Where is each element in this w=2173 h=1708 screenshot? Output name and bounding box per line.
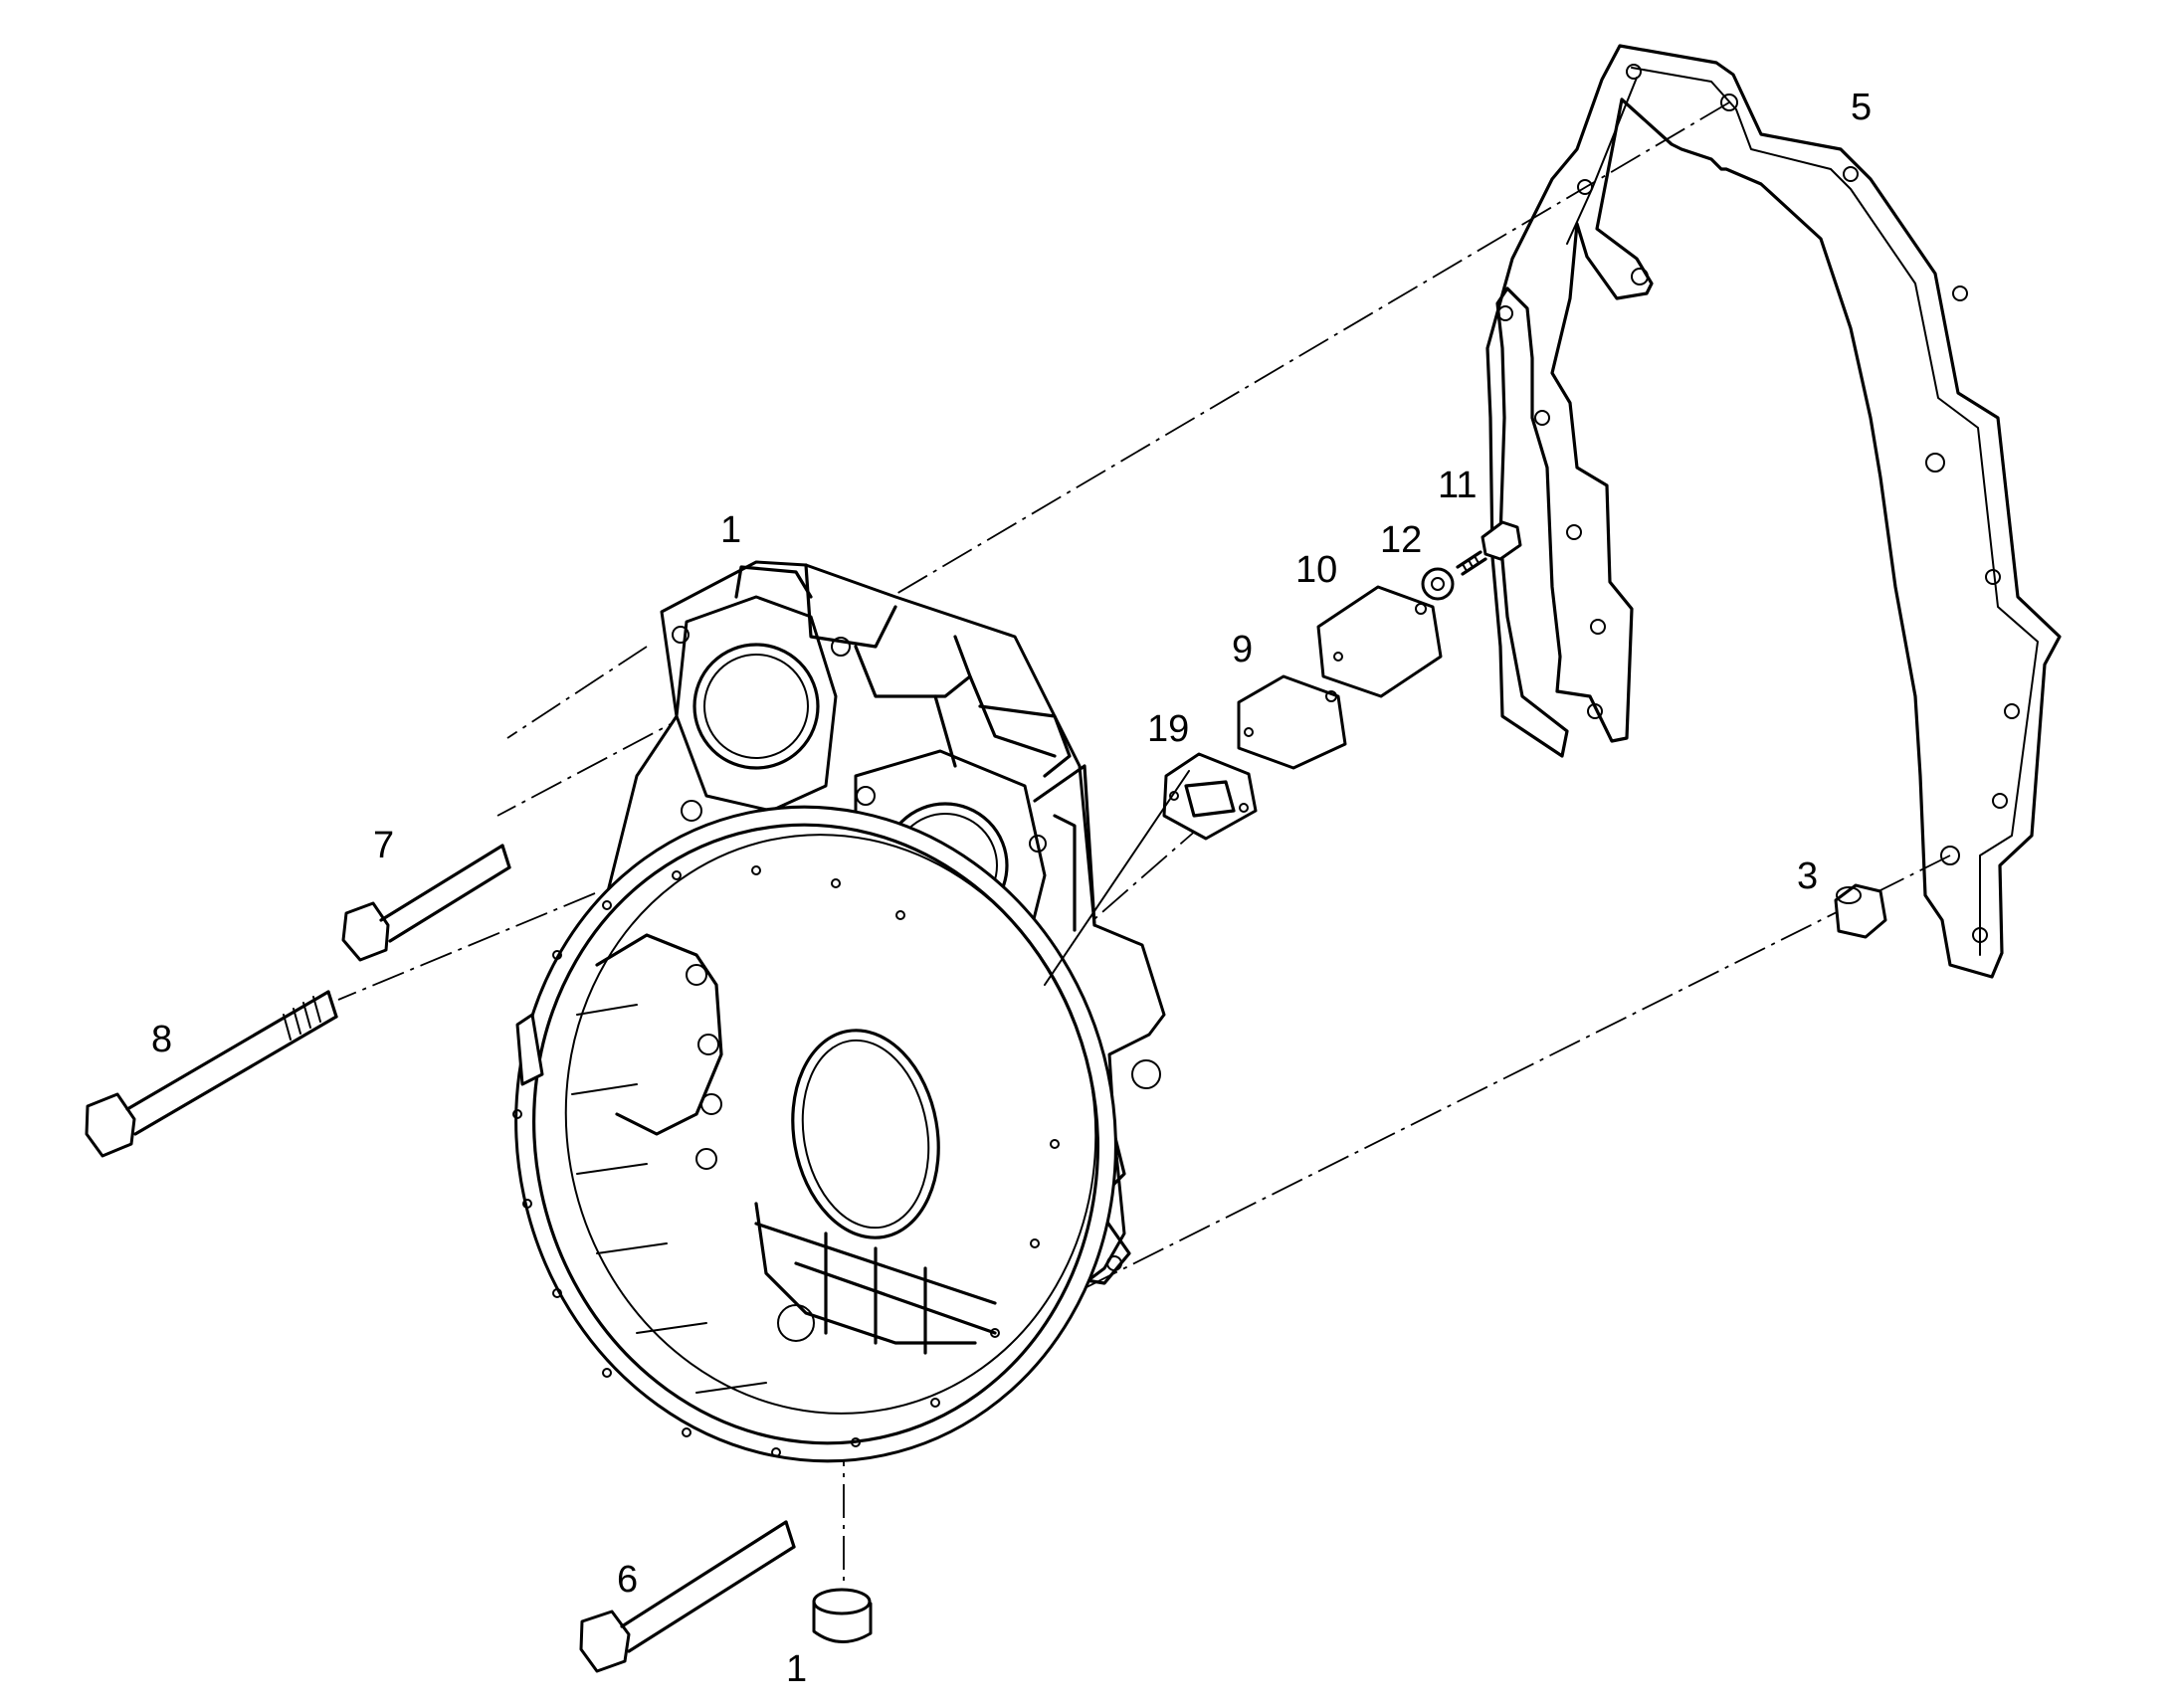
bolt-part-7 (341, 844, 511, 962)
callout-bolt-7: 7 (373, 825, 394, 866)
center-lines (337, 101, 1951, 1582)
gasket-part-5 (1485, 44, 2062, 979)
callout-gasket: 5 (1851, 87, 1872, 128)
callout-gasket-19: 19 (1147, 708, 1189, 750)
callout-bolt-8: 8 (151, 1019, 172, 1060)
bolt-part-8 (85, 990, 338, 1158)
callout-housing: 1 (720, 509, 741, 551)
leader-lines (1044, 770, 1190, 986)
gasket-bolt-holes (1497, 64, 2020, 943)
gasket-part-19 (1162, 752, 1258, 841)
callout-dowel: 3 (1797, 855, 1818, 897)
callout-screw-11: 11 (1438, 465, 1477, 506)
cover-part-10 (1316, 585, 1443, 698)
plate-part-9 (1237, 674, 1347, 770)
callout-cover-10: 10 (1295, 549, 1337, 591)
bolt-part-6 (579, 1520, 796, 1673)
callout-washer-12: 12 (1380, 519, 1422, 561)
screw-part-11 (1456, 520, 1522, 576)
callout-labels: 1 1 3 5 6 7 8 9 10 11 12 19 (151, 87, 1872, 1690)
dowel-part-3 (1834, 883, 1887, 939)
callout-gasket-9: 9 (1232, 629, 1253, 670)
flywheel-housing-part-1 (512, 560, 1166, 1463)
cap-part-1 (812, 1588, 873, 1643)
callout-bolt-6: 6 (617, 1559, 638, 1601)
washer-part-12 (1421, 567, 1455, 601)
callout-cap: 1 (786, 1648, 807, 1690)
